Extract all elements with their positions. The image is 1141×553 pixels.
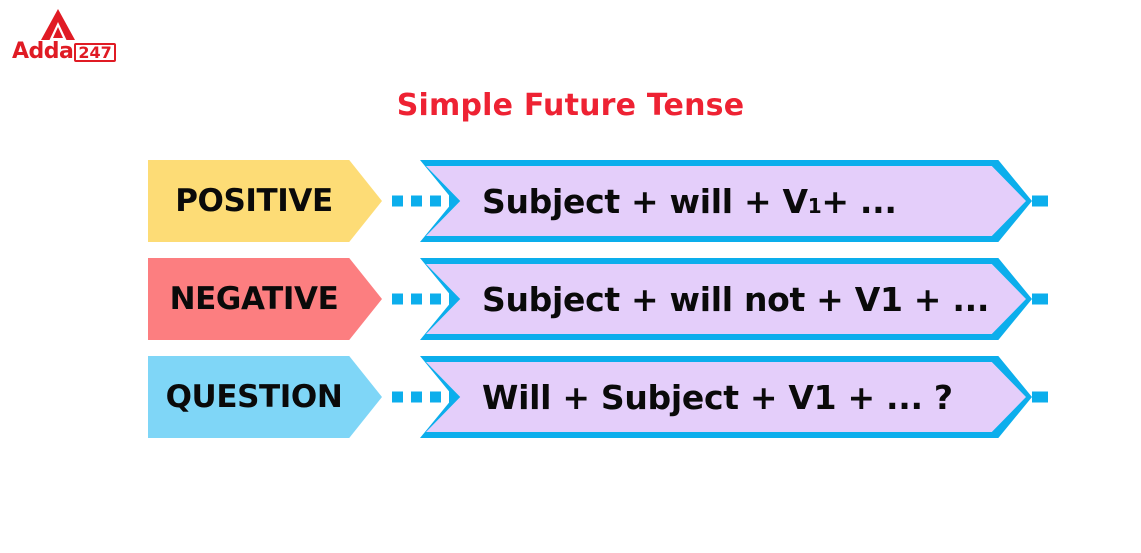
label-banner-positive: POSITIVE — [148, 160, 382, 242]
tense-row-negative: NEGATIVE Subject + will not + V1 + ... — [0, 258, 1141, 340]
formula-banner-fill — [426, 362, 1026, 432]
connector-dot — [430, 391, 441, 403]
arrow-tip-tab — [1032, 293, 1048, 305]
connector-dot — [411, 195, 422, 207]
formula-text-negative: Subject + will not + V1 + ... — [482, 279, 990, 319]
connector-dot — [430, 195, 441, 207]
connector-dot — [430, 293, 441, 305]
connector-dot — [392, 293, 403, 305]
connector-dot — [392, 391, 403, 403]
formula-subscript: 1 — [807, 194, 822, 218]
label-text-negative: NEGATIVE — [169, 281, 339, 317]
brand-wordmark: Adda 247 — [12, 40, 116, 64]
formula-banner-negative: Subject + will not + V1 + ... — [420, 258, 1032, 340]
formula-segment: Subject + will + V — [482, 181, 808, 221]
page-title: Simple Future Tense — [396, 88, 745, 123]
brand-name: Adda — [12, 39, 74, 64]
tense-row-question: QUESTION Will + Subject + V1 + ... ? — [0, 356, 1141, 438]
connector-dot — [411, 293, 422, 305]
label-text-positive: POSITIVE — [175, 183, 333, 219]
formula-banner-question: Will + Subject + V1 + ... ? — [420, 356, 1032, 438]
connector-dot — [411, 391, 422, 403]
triangle-a-logo-icon — [38, 8, 78, 44]
arrow-tip-tab — [1032, 195, 1048, 207]
formula-banner-fill — [426, 264, 1026, 334]
formula-segment: + ... — [821, 181, 897, 221]
label-banner-question: QUESTION — [148, 356, 382, 438]
connector-dot — [392, 195, 403, 207]
label-text-question: QUESTION — [165, 379, 343, 415]
brand-logo: Adda 247 — [12, 8, 116, 66]
formula-banner-fill — [426, 166, 1026, 236]
label-banner-negative: NEGATIVE — [148, 258, 382, 340]
formula-text-question: Will + Subject + V1 + ... ? — [482, 377, 953, 417]
arrow-tip-tab — [1032, 391, 1048, 403]
brand-suffix: 247 — [74, 42, 116, 62]
